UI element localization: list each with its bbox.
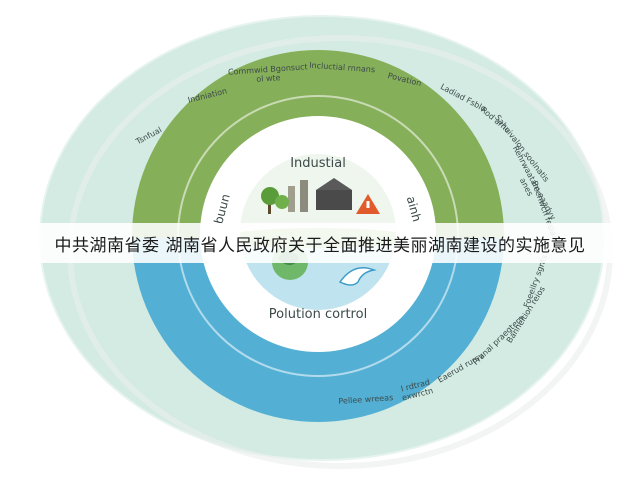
bottom-label: Polution cortrol xyxy=(269,307,367,322)
inner-right-label: ainh xyxy=(404,195,424,224)
tree-icon xyxy=(261,187,289,214)
caption-banner: 中共湖南省委 湖南省人民政府关于全面推进美丽湖南建设的实施意见 xyxy=(0,223,640,263)
factory-icon xyxy=(316,190,352,210)
water-splash-icon xyxy=(338,267,377,286)
inner-top-label: Industial xyxy=(290,156,346,171)
outer-label: Pellee wreeas xyxy=(338,393,393,406)
warning-icon xyxy=(356,194,380,214)
